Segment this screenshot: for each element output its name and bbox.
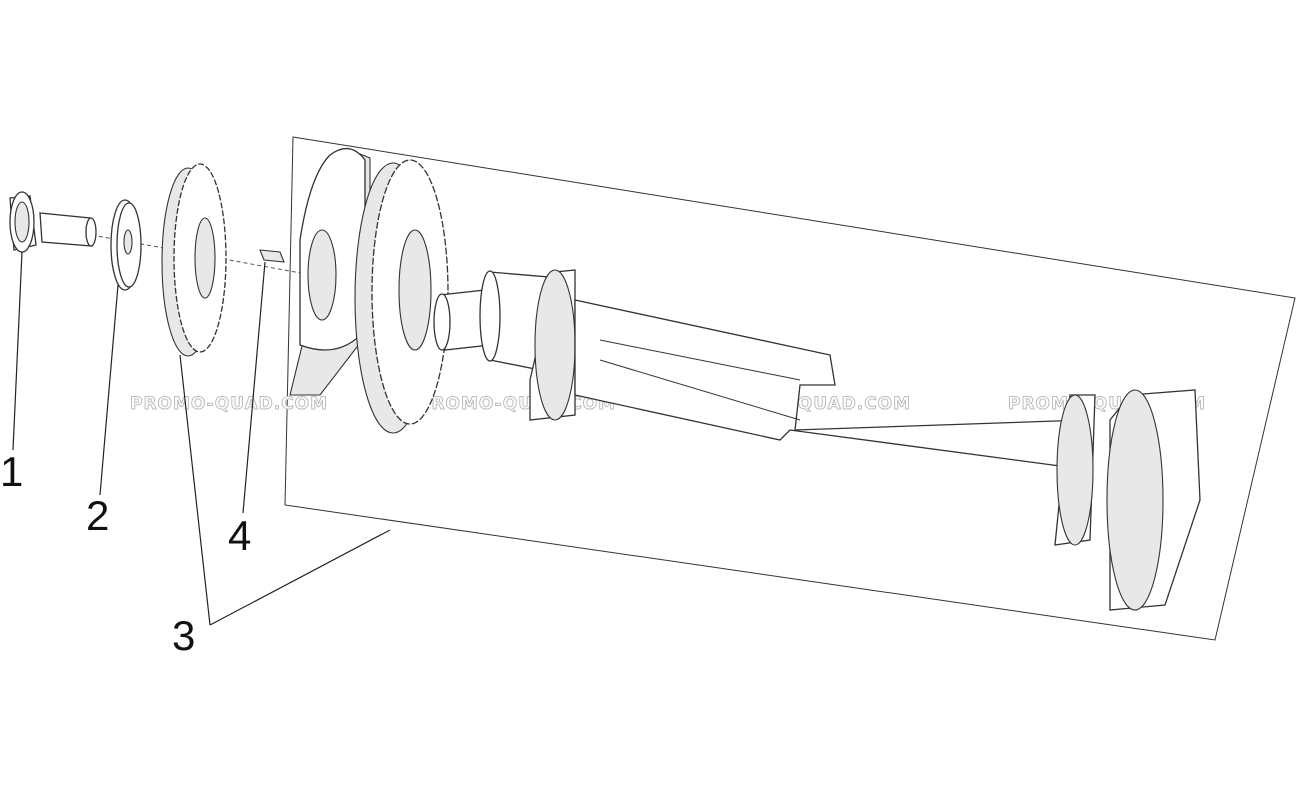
callout-2: 2 xyxy=(86,492,109,539)
leader-lines xyxy=(12,251,391,626)
callout-3: 3 xyxy=(172,612,195,659)
part-3-small-gear xyxy=(161,163,227,357)
part-2-washer xyxy=(110,199,142,291)
assembly-frame xyxy=(284,136,1296,641)
part-1-bolt xyxy=(9,191,97,253)
cam-disk xyxy=(289,148,371,396)
part-4-key xyxy=(259,249,285,263)
callout-4: 4 xyxy=(228,512,251,559)
callout-1: 1 xyxy=(0,448,23,495)
large-gear xyxy=(354,159,449,434)
watermark: PROMO-QUAD.COM xyxy=(130,394,328,414)
balance-shaft xyxy=(433,269,1201,611)
